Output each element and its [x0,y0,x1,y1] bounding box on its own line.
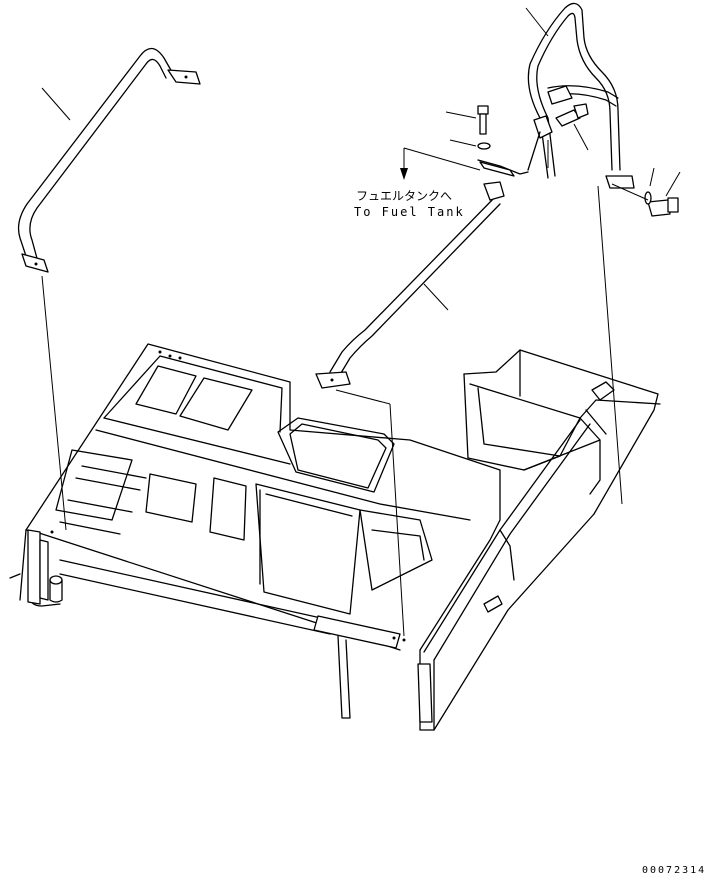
fuel-pipe [547,85,619,107]
bolt-3 [611,167,681,217]
floor-frame [9,343,501,719]
top-bracket [477,115,553,177]
washer-1 [449,139,491,150]
bolt-1 [445,105,489,135]
bolt-2 [555,103,589,151]
left-handrail [17,47,201,273]
leader-lines [41,185,623,637]
brace-bar [315,181,505,389]
callout-japanese: フュエルタンクへ [356,189,453,203]
right-handrail [525,2,635,189]
callout-english: To Fuel Tank [354,205,465,219]
fender-box [417,349,661,731]
drawing-number: 00072314 [642,865,707,876]
fuel-tank-arrow [400,147,481,180]
